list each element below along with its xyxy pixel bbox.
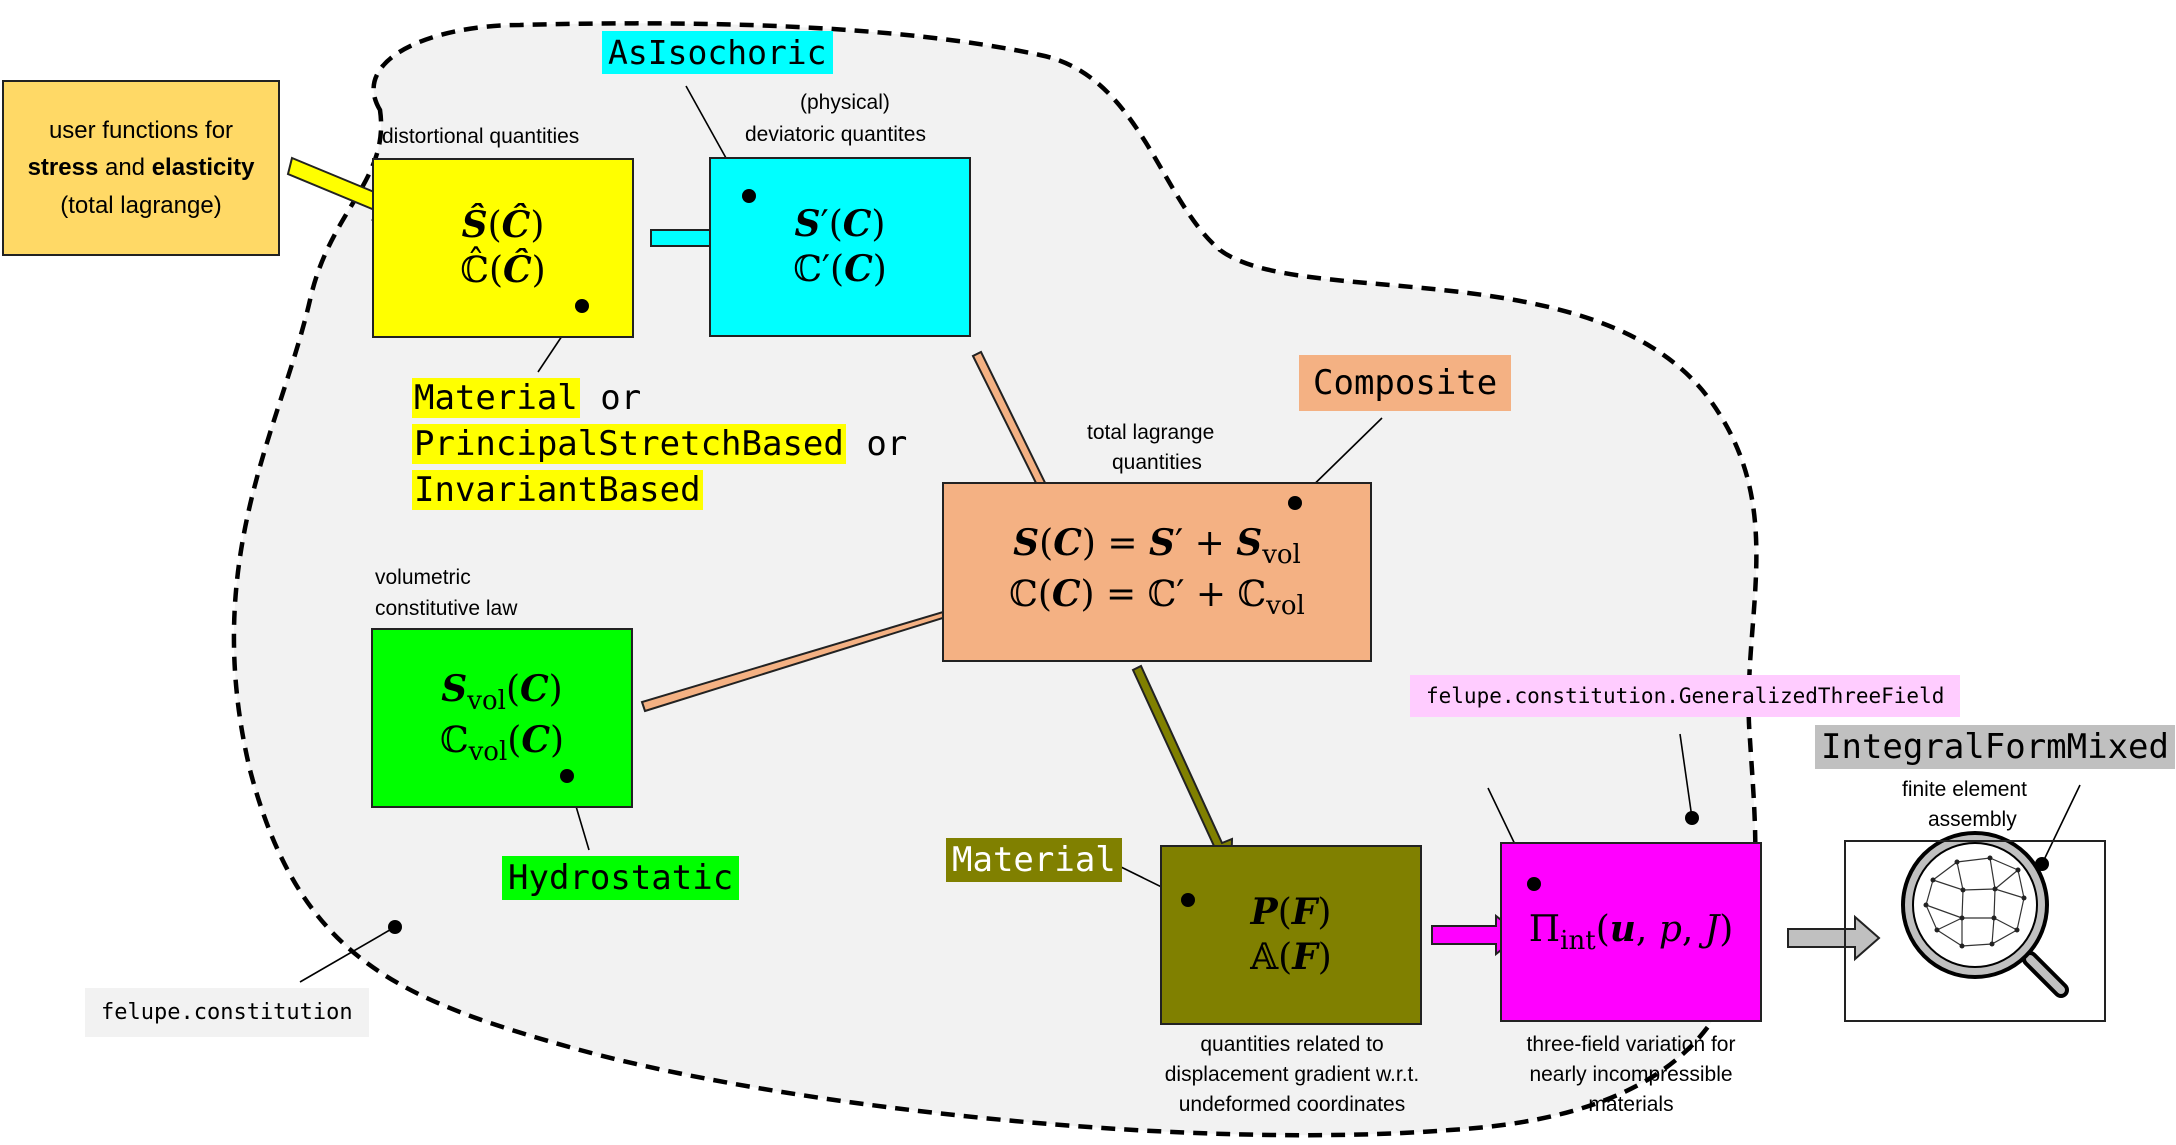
composite-stress-formula: S(C) = S′ + Svol [1013,522,1301,571]
user-functions-line3: (total lagrange) [60,191,222,219]
user-functions-box: user functions for stress and elasticity… [2,80,280,256]
leader-dot [1181,893,1195,907]
volumetric-stress-formula: Svol(C) [441,668,563,717]
hydrostatic-label: Hydrostatic [502,856,740,900]
distortional-quantities-label: distortional quantities [382,125,580,148]
invariant-based-label: InvariantBased [412,470,703,510]
stress-label: stress [27,154,99,182]
as-isochoric-label: AsIsochoric [602,31,833,74]
material-mixed-label: Material [946,838,1122,882]
or-label-1: or [579,378,642,418]
magnifier-mesh-icon [1901,831,2069,998]
composite-elasticity-formula: ℂ(C) = ℂ′ + ℂvol [1009,573,1305,622]
leader-dot [2035,857,2049,871]
arrow-three-field-to-assembly [1787,914,1881,962]
leader-dot [560,769,574,783]
material-alternatives: Material or PrincipalStretchBased or Inv… [412,375,907,513]
leader-dot [1685,811,1699,825]
user-functions-line1: user functions for [48,117,234,145]
mixed-quantities-box: P(F) 𝔸(F) [1160,845,1422,1025]
volumetric-box: Svol(C) ℂvol(C) [371,628,633,808]
physical-label: (physical) [800,91,890,114]
leader-dot [575,299,589,313]
deviatoric-elasticity-formula: ℂ′(C) [793,248,887,290]
finite-element-label: finite element [1902,778,2027,801]
three-field-box: Πint(u, p, J) [1500,842,1762,1022]
assembly-label: assembly [1928,808,2017,831]
or-label-2: or [845,424,908,464]
assembly-box [1844,840,2106,1022]
displacement-label-3: undeformed coordinates [1178,1093,1406,1116]
distortional-stress-formula: Ŝ(Ĉ) [461,204,545,246]
felupe-constitution-label: felupe.constitution [85,988,369,1037]
deviatoric-stress-formula: S′(C) [794,203,886,245]
three-field-potential-formula: Πint(u, p, J) [1528,907,1734,956]
integral-form-mixed-label: IntegralFormMixed [1815,725,2175,769]
displacement-description: quantities related to displacement gradi… [1142,1030,1442,1120]
leader-dot [1288,496,1302,510]
leader-dot [1527,877,1541,891]
first-elasticity-formula: 𝔸(F) [1250,936,1332,978]
volumetric-label-2: constitutive law [375,597,518,620]
three-field-label-3: materials [1588,1093,1674,1116]
composite-box: S(C) = S′ + Svol ℂ(C) = ℂ′ + ℂvol [942,482,1372,662]
and-label: and [104,154,146,182]
volumetric-label-1: volumetric [375,566,471,589]
material-class-label: Material [412,378,580,418]
generalized-three-field-label: felupe.constitution.GeneralizedThreeFiel… [1410,675,1961,717]
three-field-label-2: nearly incompressible [1529,1063,1733,1086]
volumetric-elasticity-formula: ℂvol(C) [439,719,565,768]
first-piola-stress-formula: P(F) [1250,891,1332,933]
three-field-label-1: three-field variation for [1526,1033,1736,1056]
deviatoric-box: S′(C) ℂ′(C) [709,157,971,337]
deviatoric-quantities-label: deviatoric quantites [745,123,926,146]
composite-label: Composite [1299,355,1512,411]
distortional-elasticity-formula: ℂ̂(Ĉ) [460,249,546,291]
distortional-box: Ŝ(Ĉ) ℂ̂(Ĉ) [372,158,634,338]
displacement-label-1: quantities related to [1200,1033,1384,1056]
principal-stretch-based-label: PrincipalStretchBased [412,424,846,464]
leader-dot [742,189,756,203]
three-field-description: three-field variation for nearly incompr… [1491,1030,1771,1120]
total-lagrange-label-2: quantities [1112,451,1202,474]
elasticity-label: elasticity [151,154,255,182]
total-lagrange-label-1: total lagrange [1087,421,1215,444]
displacement-label-2: displacement gradient w.r.t. [1164,1063,1420,1086]
leader-dot [388,920,402,934]
